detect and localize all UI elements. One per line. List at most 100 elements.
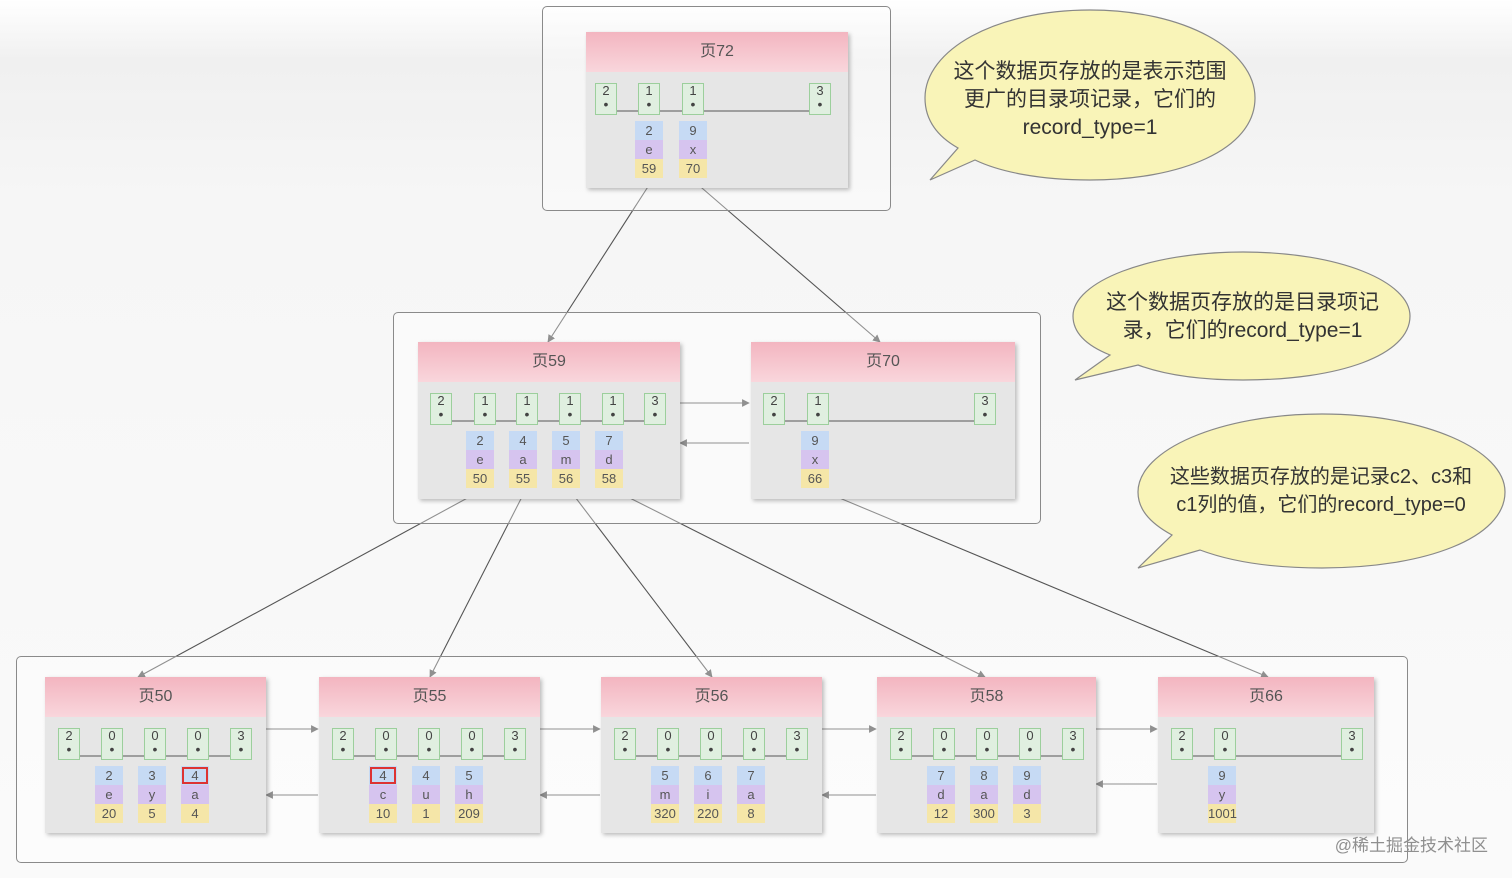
next-pointer-dot: • xyxy=(383,741,389,757)
record-type-value: 2 xyxy=(770,393,778,408)
record-header-slot: 1• xyxy=(474,393,496,425)
next-pointer-dot: • xyxy=(195,741,201,757)
column-c1-cell: 66 xyxy=(801,469,829,488)
column-c3-cell: y xyxy=(138,785,166,804)
page-title: 页70 xyxy=(751,342,1015,382)
page-title: 页55 xyxy=(319,677,540,717)
bubble-middle-line-2: 录，它们的record_type=1 xyxy=(1122,319,1363,342)
column-c1-cell: 320 xyxy=(651,804,679,823)
arrow-70-66 xyxy=(817,488,1269,678)
column-c1-cell: 8 xyxy=(737,804,765,823)
column-c1-cell: 4 xyxy=(181,804,209,823)
column-c1-cell: 5 xyxy=(138,804,166,823)
record-header-slot: 1• xyxy=(602,393,624,425)
column-c1-cell: 10 xyxy=(369,804,397,823)
record-type-value: 0 xyxy=(1221,728,1229,743)
column-c1-cell: 1 xyxy=(412,804,440,823)
next-pointer-dot: • xyxy=(1070,741,1076,757)
bubble-top-shape xyxy=(924,9,1256,181)
record-type-value: 0 xyxy=(750,728,758,743)
next-pointer-dot: • xyxy=(524,406,530,422)
column-c3-cell: m xyxy=(552,450,580,469)
record-header-slot: 3• xyxy=(974,393,996,425)
next-pointer-dot: • xyxy=(1349,741,1355,757)
bubble-top-line-3: record_type=1 xyxy=(1022,116,1158,139)
record-type-value: 0 xyxy=(151,728,159,743)
record-header-slot: 1• xyxy=(516,393,538,425)
record-header-slot: 0• xyxy=(743,728,765,760)
next-pointer-dot: • xyxy=(984,741,990,757)
bubble-middle-line-1: 这个数据页存放的是目录项记 xyxy=(1106,291,1379,314)
record-header-slot: 2• xyxy=(763,393,785,425)
column-c2-cell: 2 xyxy=(635,121,663,140)
record-header-slot: 2• xyxy=(430,393,452,425)
next-pointer-dot: • xyxy=(603,96,609,112)
column-c1-cell: 50 xyxy=(466,469,494,488)
record-header-slot: 0• xyxy=(144,728,166,760)
bubble-top: 这个数据页存放的是表示范围 更广的目录项记录，它们的 record_type=1 xyxy=(930,58,1250,142)
column-c3-cell: a xyxy=(509,450,537,469)
record-header-slot: 0• xyxy=(976,728,998,760)
record-type-value: 1 xyxy=(566,393,574,408)
record-type-value: 1 xyxy=(814,393,822,408)
next-pointer-dot: • xyxy=(941,741,947,757)
record-header-slot: 2• xyxy=(595,83,617,115)
record-header-slot: 1• xyxy=(559,393,581,425)
record-type-value: 3 xyxy=(511,728,519,743)
arrow-59-50 xyxy=(137,488,485,678)
record-type-value: 1 xyxy=(689,83,697,98)
column-c3-cell: d xyxy=(1013,785,1041,804)
arrow-59-58 xyxy=(611,488,986,678)
record-type-value: 0 xyxy=(468,728,476,743)
record-header-slot: 0• xyxy=(700,728,722,760)
record-header-slot: 3• xyxy=(504,728,526,760)
record-type-value: 0 xyxy=(425,728,433,743)
bubble-top-line-2: 更广的目录项记录，它们的 xyxy=(964,88,1216,111)
column-c1-cell: 209 xyxy=(455,804,483,823)
next-pointer-dot: • xyxy=(652,406,658,422)
next-pointer-dot: • xyxy=(898,741,904,757)
record-type-value: 0 xyxy=(664,728,672,743)
column-c3-cell: a xyxy=(737,785,765,804)
record-type-value: 0 xyxy=(108,728,116,743)
record-type-value: 1 xyxy=(523,393,531,408)
column-c1-cell: 70 xyxy=(679,159,707,178)
record-header-slot: 0• xyxy=(418,728,440,760)
record-header-slot: 3• xyxy=(786,728,808,760)
column-c3-cell: d xyxy=(927,785,955,804)
record-header-slot: 3• xyxy=(230,728,252,760)
record-header-slot: 0• xyxy=(1214,728,1236,760)
next-pointer-dot: • xyxy=(482,406,488,422)
column-c1-cell: 55 xyxy=(509,469,537,488)
record-type-value: 1 xyxy=(481,393,489,408)
page-title: 页72 xyxy=(586,32,848,72)
page-title: 页59 xyxy=(418,342,680,382)
next-pointer-dot: • xyxy=(238,741,244,757)
column-c3-cell: a xyxy=(970,785,998,804)
column-c1-cell: 58 xyxy=(595,469,623,488)
column-c2-cell: 4 xyxy=(509,431,537,450)
column-c2-cell: 7 xyxy=(927,766,955,785)
record-type-value: 3 xyxy=(816,83,824,98)
column-c2-cell: 9 xyxy=(679,121,707,140)
column-c2-cell: 9 xyxy=(1208,766,1236,785)
record-type-value: 0 xyxy=(194,728,202,743)
next-pointer-dot: • xyxy=(708,741,714,757)
column-c3-cell: e xyxy=(635,140,663,159)
column-c3-cell: x xyxy=(801,450,829,469)
record-header-slot: 0• xyxy=(1019,728,1041,760)
record-type-value: 0 xyxy=(1026,728,1034,743)
record-header-slot: 1• xyxy=(682,83,704,115)
column-c2-cell: 2 xyxy=(95,766,123,785)
record-chain-line xyxy=(441,420,655,422)
column-c3-cell: a xyxy=(181,785,209,804)
next-pointer-dot: • xyxy=(771,406,777,422)
column-c2-cell: 7 xyxy=(595,431,623,450)
record-type-value: 2 xyxy=(602,83,610,98)
arrow-59-56 xyxy=(568,488,713,678)
column-c2-cell: 5 xyxy=(651,766,679,785)
next-pointer-dot: • xyxy=(794,741,800,757)
next-pointer-dot: • xyxy=(751,741,757,757)
